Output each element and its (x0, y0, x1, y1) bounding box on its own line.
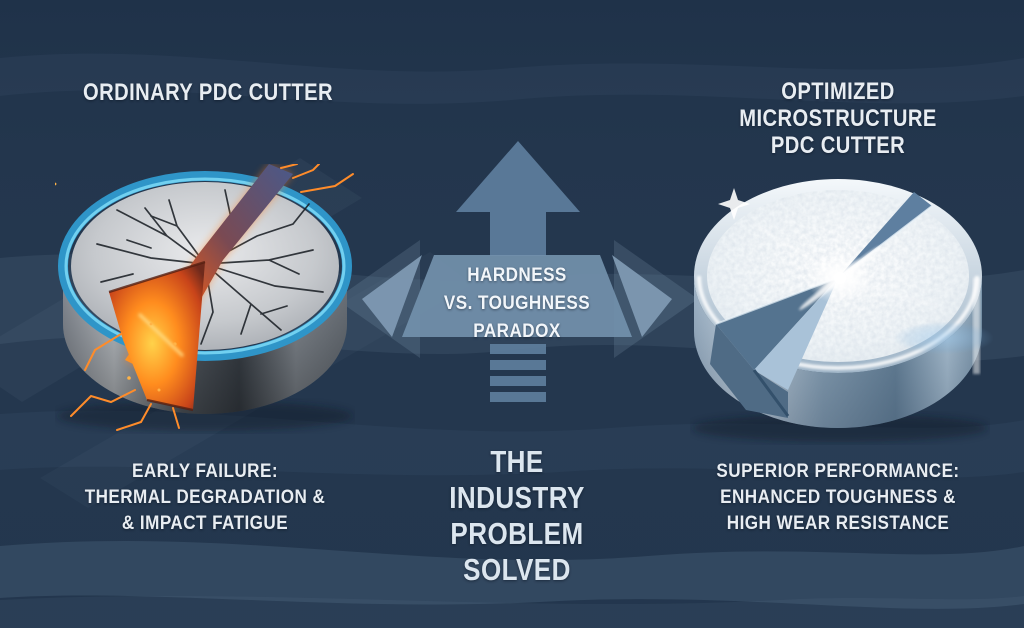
lightning-cracks (70, 164, 354, 431)
left-caption-line3: & IMPACT FATIGUE (121, 513, 289, 534)
right-title-line2: PDC CUTTER (770, 132, 906, 159)
right-caption-line3: HIGH WEAR RESISTANCE (726, 513, 950, 534)
left-title: ORDINARY PDC CUTTER (48, 78, 368, 108)
headline-line2: INDUSTRY PROBLEM (449, 480, 585, 551)
groove-upper-cut (838, 192, 932, 278)
groove-side-notch (710, 324, 788, 418)
left-arrowhead-icon (362, 255, 422, 337)
center-headline: THE INDUSTRY PROBLEM SOLVED (377, 444, 657, 588)
left-caption-line1: EARLY FAILURE: (132, 461, 278, 482)
up-arrow-icon (456, 141, 580, 256)
spark-dots (55, 182, 177, 392)
right-caption-line2: ENHANCED TOUGHNESS & (720, 487, 956, 508)
right-caption-line1: SUPERIOR PERFORMANCE: (716, 461, 960, 482)
right-title: OPTIMIZED MICROSTRUCTURE PDC CUTTER (678, 78, 998, 159)
right-arrowhead-icon (612, 255, 672, 337)
right-caption: SUPERIOR PERFORMANCE: ENHANCED TOUGHNESS… (678, 459, 998, 537)
left-title-text: ORDINARY PDC CUTTER (83, 79, 333, 106)
left-caption-line2: THERMAL DEGRADATION & (84, 487, 326, 508)
lava-fracture (109, 262, 205, 410)
headline-line1: THE (490, 444, 544, 479)
cracked-pdc-cutter-illustration (55, 164, 354, 431)
sparkle-icon (718, 188, 750, 220)
dashed-stem-icon (490, 344, 546, 402)
light-beam (890, 316, 1024, 360)
groove-light-wall (754, 278, 838, 390)
headline-line3: SOLVED (463, 552, 571, 587)
paradox-band (402, 255, 632, 337)
right-title-line1: OPTIMIZED MICROSTRUCTURE (739, 78, 937, 132)
paradox-label: HARDNESS VS. TOUGHNESS PARADOX (387, 262, 647, 346)
paradox-line1: HARDNESS (467, 265, 567, 286)
optimized-pdc-cutter-illustration (692, 179, 988, 442)
paradox-line3: PARADOX (473, 321, 561, 342)
paradox-arrow-graphic (336, 141, 698, 402)
paradox-line2: VS. TOUGHNESS (443, 293, 591, 314)
left-caption: EARLY FAILURE: THERMAL DEGRADATION & & I… (45, 459, 365, 537)
